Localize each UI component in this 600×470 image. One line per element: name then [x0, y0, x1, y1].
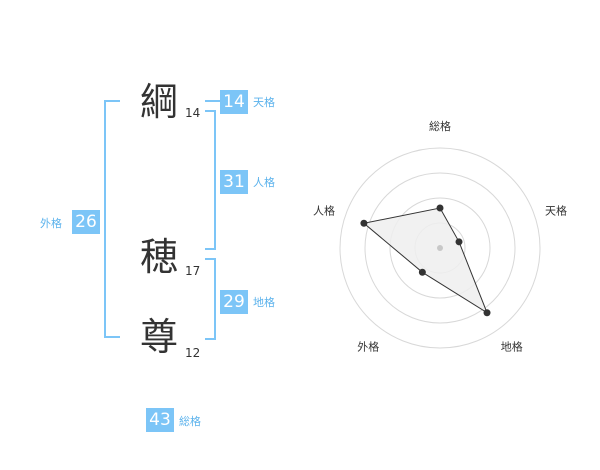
chikaku-value-badge: 29	[220, 290, 248, 314]
tenkaku-label: 天格	[253, 96, 275, 109]
jinkaku-value-badge: 31	[220, 170, 248, 194]
radar-axis-label: 地格	[501, 340, 523, 354]
name-char-3: 尊	[140, 315, 179, 359]
name-char-2-strokes: 17	[185, 264, 201, 278]
name-char-1-strokes: 14	[185, 106, 201, 120]
radar-point-4	[418, 268, 426, 276]
jinkaku-label: 人格	[253, 176, 275, 189]
radar-point-1	[436, 204, 444, 212]
name-char-1: 綱	[140, 80, 179, 124]
tenkaku-value-badge: 14	[220, 90, 248, 114]
soukaku-label: 総格	[179, 415, 201, 428]
gaikaku-label: 外格	[40, 217, 62, 230]
radar-axis-label: 外格	[357, 340, 379, 354]
radar-axis-label: 総格	[429, 119, 451, 133]
radar-axis-label: 人格	[313, 203, 335, 217]
radar-series-polygon	[362, 207, 489, 314]
name-char-2: 穂	[140, 235, 179, 279]
radar-ring	[389, 197, 491, 299]
chikaku-label: 地格	[253, 296, 275, 309]
radar-point-5	[360, 219, 368, 227]
radar-ring	[339, 147, 541, 349]
name-char-3-strokes: 12	[185, 346, 201, 360]
radar-ring	[364, 172, 516, 324]
gaikaku-value-badge: 26	[72, 210, 100, 234]
radar-axis-label: 天格	[545, 203, 567, 217]
radar-point-3	[483, 309, 491, 317]
radar-center-dot	[437, 245, 443, 251]
radar-point-2	[455, 238, 463, 246]
soukaku-value-badge: 43	[146, 408, 174, 432]
